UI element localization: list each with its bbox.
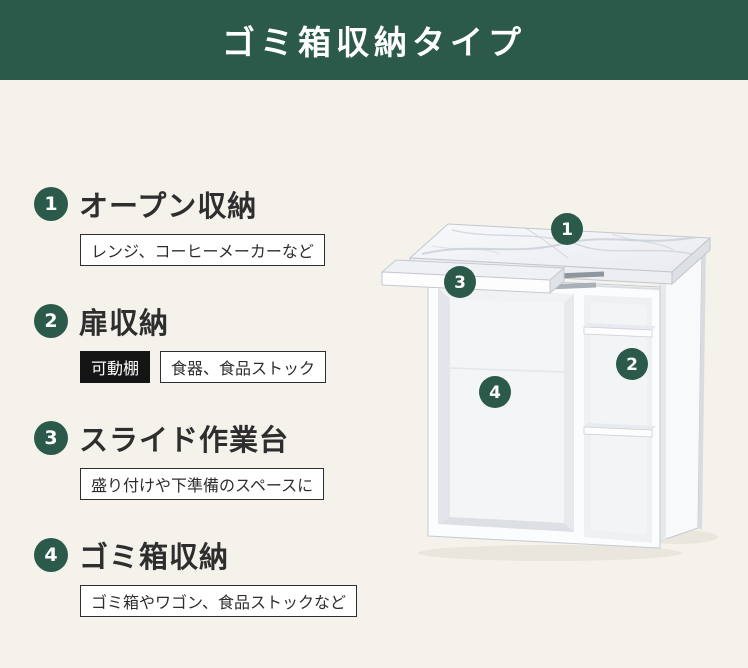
open-compartment — [438, 288, 574, 532]
marker-trash-bin-storage: 4 — [479, 376, 511, 408]
feature-tag: 食器、食品ストック — [160, 351, 327, 383]
marker-number: 4 — [489, 383, 501, 403]
marker-number: 2 — [626, 355, 638, 375]
feature-number-badge: 1 — [34, 187, 68, 221]
feature-title: スライド作業台 — [79, 423, 290, 457]
feature-tags: 盛り付けや下準備のスペースに — [80, 468, 406, 500]
feature-tag: レンジ、コーヒーメーカーなど — [80, 234, 325, 266]
feature-heading: 4 ゴミ箱収納 — [34, 534, 406, 576]
feature-number-badge: 2 — [34, 304, 68, 338]
feature-heading: 1 オープン収納 — [34, 183, 406, 225]
feature-heading: 3 スライド作業台 — [34, 417, 406, 459]
marker-number: 3 — [454, 273, 466, 293]
shelf-column — [583, 295, 656, 543]
marker-number: 1 — [561, 220, 573, 240]
marker-open-storage: 1 — [551, 213, 583, 245]
feature-slide-worktop: 3 スライド作業台 盛り付けや下準備のスペースに — [34, 417, 406, 500]
open-door — [659, 243, 706, 542]
feature-title: オープン収納 — [79, 189, 258, 223]
feature-tags: レンジ、コーヒーメーカーなど — [80, 234, 406, 266]
feature-tag-movable-shelf: 可動棚 — [80, 351, 151, 383]
feature-tag: ゴミ箱やワゴン、食品ストックなど — [80, 585, 358, 617]
feature-door-storage: 2 扉収納 可動棚 食器、食品ストック — [34, 300, 406, 383]
feature-number-badge: 4 — [34, 538, 68, 572]
title-banner: ゴミ箱収納タイプ — [0, 0, 748, 80]
cabinet-svg: 1 2 3 4 — [380, 213, 718, 561]
marker-slide-worktop: 3 — [444, 266, 476, 298]
feature-title: 扉収納 — [79, 306, 170, 340]
cabinet-body — [427, 275, 661, 549]
marker-door-storage: 2 — [616, 348, 648, 380]
feature-trash-bin-storage: 4 ゴミ箱収納 ゴミ箱やワゴン、食品ストックなど — [34, 534, 406, 617]
feature-tags: ゴミ箱やワゴン、食品ストックなど — [80, 585, 406, 617]
feature-tag: 盛り付けや下準備のスペースに — [80, 468, 325, 500]
feature-list: 1 オープン収納 レンジ、コーヒーメーカーなど 2 扉収納 可動棚 食器、食品ス… — [34, 183, 406, 651]
page-title: ゴミ箱収納タイプ — [222, 23, 526, 62]
feature-title: ゴミ箱収納 — [79, 540, 230, 574]
feature-number-badge: 3 — [34, 421, 68, 455]
feature-tags: 可動棚 食器、食品ストック — [80, 351, 406, 383]
feature-open-storage: 1 オープン収納 レンジ、コーヒーメーカーなど — [34, 183, 406, 266]
cabinet-illustration: 1 2 3 4 — [372, 196, 738, 588]
feature-heading: 2 扉収納 — [34, 300, 406, 342]
